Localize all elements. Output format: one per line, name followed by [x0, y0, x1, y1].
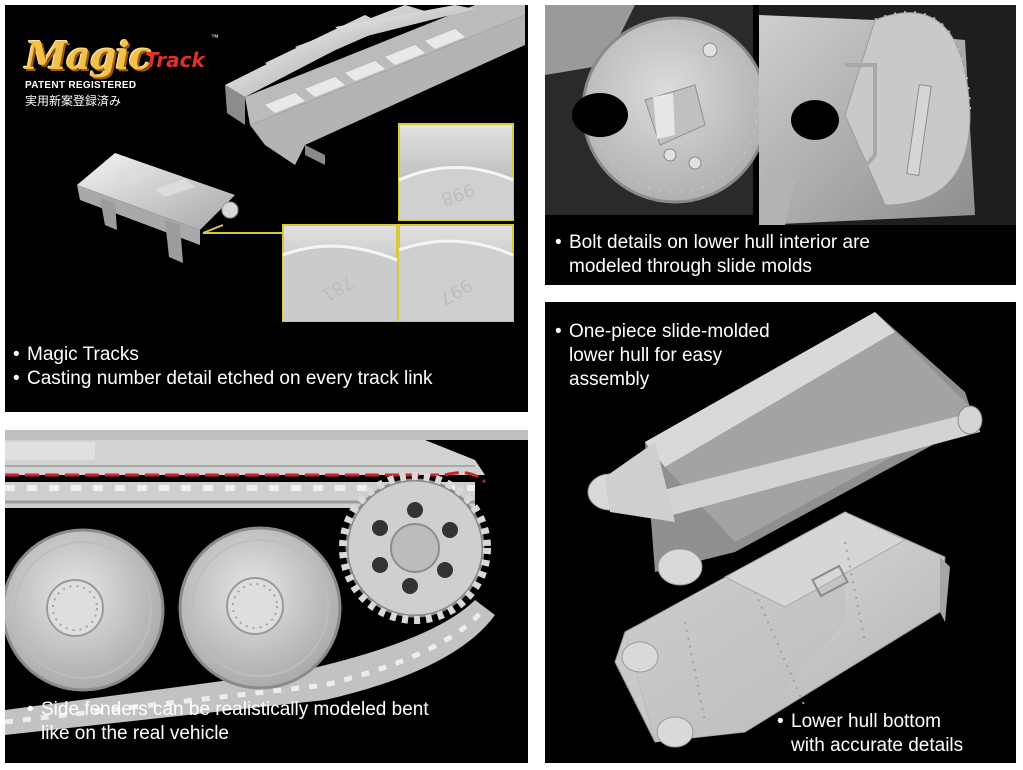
magic-tracks-panel: 998 781 997 MagicTrack ™ PATENT REGISTERE… [5, 5, 528, 412]
fender [5, 430, 528, 484]
caption-line: with accurate details [791, 735, 964, 756]
left-interior-closeup [545, 5, 769, 225]
road-wheels-illustration [5, 430, 528, 735]
bullet: • [27, 699, 34, 720]
closeup-998: 998 [398, 123, 514, 221]
side-fenders-caption: • Side fenders can be realistically model… [27, 698, 429, 746]
lower-track [5, 600, 495, 735]
closeup-781: 781 [282, 224, 398, 322]
hull-interior-illustration [545, 5, 1016, 225]
road-wheel-1 [5, 528, 165, 692]
magic-track-logo: MagicTrack ™ PATENT REGISTERED 実用新案登録済み [25, 33, 219, 109]
bullet: • [555, 232, 562, 253]
patent-registered-label: PATENT REGISTERED [25, 80, 137, 91]
caption-line: Casting number detail etched on every tr… [27, 368, 433, 389]
logo-trademark: ™ [210, 33, 219, 42]
hull-bottom-caption: • Lower hull bottom with accurate details [777, 710, 963, 758]
caption-line: Lower hull bottom [791, 711, 941, 732]
caption-line: like on the real vehicle [41, 723, 229, 744]
logo-track-text: Track [144, 48, 205, 72]
logo-magic-text: Magic [25, 33, 152, 78]
caption-line: Side fenders can be realistically modele… [41, 699, 429, 720]
caption-line: Bolt details on lower hull interior are [569, 232, 870, 253]
bolt-details-caption: • Bolt details on lower hull interior are… [555, 231, 870, 279]
caption-line: One-piece slide-molded [569, 321, 770, 342]
caption-line: assembly [569, 369, 650, 390]
bolt-details-panel: • Bolt details on lower hull interior are… [545, 5, 1016, 285]
lower-hull-panel: • One-piece slide-molded lower hull for e… [545, 302, 1016, 763]
closeup-997: 997 [398, 224, 514, 322]
caption-line: modeled through slide molds [569, 256, 812, 277]
track-chain [225, 5, 525, 165]
sprocket-wheel [339, 472, 491, 624]
one-piece-hull-caption: • One-piece slide-molded lower hull for e… [555, 320, 770, 392]
lower-hull-illustration [587, 312, 983, 748]
hull-upper-part [587, 312, 983, 586]
side-fenders-panel: • Side fenders can be realistically model… [5, 430, 528, 763]
bullet: • [13, 368, 20, 389]
road-wheel-2 [178, 526, 342, 690]
fender-bend-marker [5, 471, 487, 484]
bullet: • [13, 344, 20, 365]
track-links-illustration: 998 781 997 [77, 5, 525, 322]
bullet: • [777, 711, 784, 732]
magic-tracks-caption: • Magic Tracks • Casting number detail etc… [13, 343, 433, 391]
caption-line: Magic Tracks [27, 344, 139, 365]
single-track-link [77, 153, 239, 263]
right-interior-closeup [759, 5, 1016, 225]
bullet: • [555, 321, 562, 342]
caption-line: lower hull for easy [569, 345, 723, 366]
hull-lower-part [614, 511, 950, 748]
japanese-patent-label: 実用新案登録済み [25, 94, 122, 108]
